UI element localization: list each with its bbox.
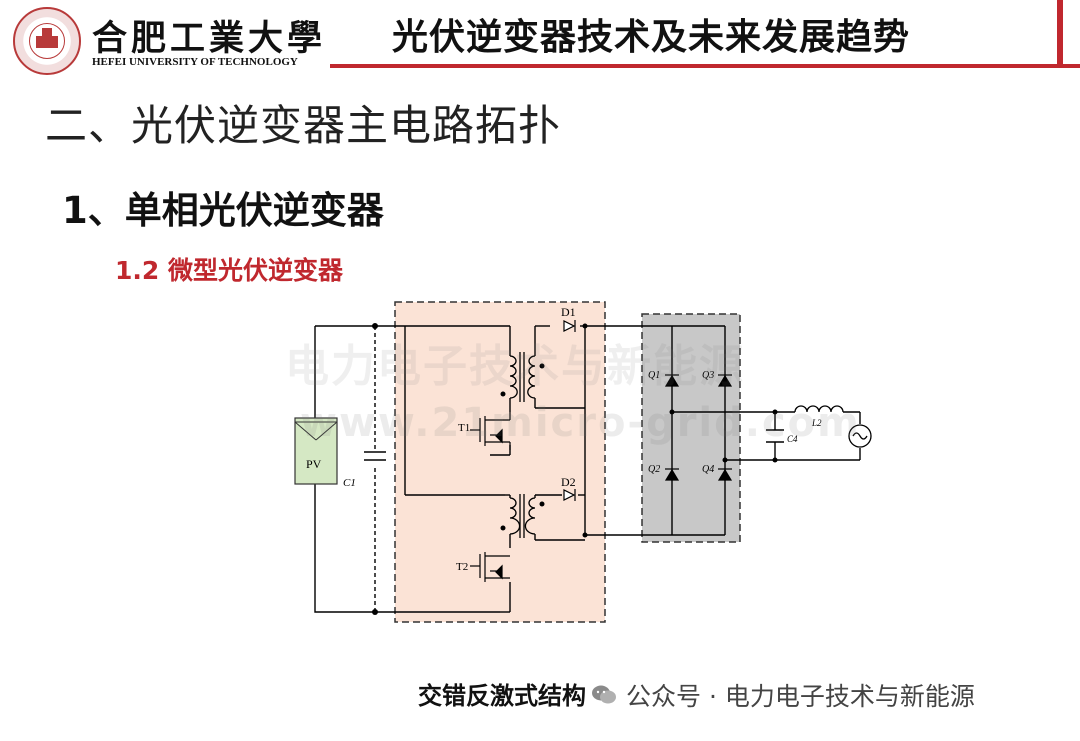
c4-label: C4 (787, 434, 798, 444)
q2-label: Q2 (648, 464, 660, 475)
university-name-en: HEFEI UNIVERSITY OF TECHNOLOGY (92, 56, 298, 68)
d2-diode-icon (563, 489, 576, 501)
section-title: 二、光伏逆变器主电路拓扑 (45, 101, 562, 150)
q4-label: Q4 (702, 464, 714, 475)
c1-capacitor-icon (364, 451, 386, 461)
pv-panel-icon (294, 417, 338, 485)
diagram-caption: 交错反激式结构 (418, 682, 586, 710)
l2-inductor-icon (794, 405, 844, 413)
t2-label: T2 (456, 561, 468, 573)
watermark-url: www.21micro-grid.com (300, 400, 861, 446)
header-bracket (1057, 0, 1063, 66)
t1-mosfet-icon (470, 412, 511, 450)
q1-label: Q1 (648, 370, 660, 381)
top-transformer-icon (509, 352, 536, 402)
sub-title: 1、单相光伏逆变器 (62, 189, 384, 232)
slide-header-title: 光伏逆变器技术及未来发展趋势 (392, 17, 911, 58)
ac-source-icon (848, 424, 872, 448)
university-seal-logo (13, 7, 81, 75)
sub-sub-title: 1.2 微型光伏逆变器 (115, 256, 343, 285)
q4-thyristor-icon (717, 468, 733, 481)
q2-thyristor-icon (664, 468, 680, 481)
watermark-text: 电力电子技术与新能源 (285, 341, 745, 392)
full-bridge-region (641, 313, 741, 543)
pv-label: PV (306, 457, 322, 471)
t1-label: T1 (458, 422, 470, 434)
d1-diode-icon (563, 320, 576, 332)
interleaved-flyback-circuit-diagram: PV C1 D1 D2 (294, 301, 872, 623)
d2-label: D2 (561, 475, 576, 489)
header-divider (330, 64, 1080, 68)
wechat-icon (592, 685, 616, 704)
l2-label: L2 (811, 418, 822, 428)
q3-label: Q3 (702, 370, 714, 381)
t2-mosfet-icon (470, 552, 510, 582)
bottom-transformer-icon (509, 494, 536, 538)
wechat-credit: 公众号 · 电力电子技术与新能源 (590, 678, 975, 712)
credit-text: 公众号 · 电力电子技术与新能源 (626, 682, 975, 711)
university-name-cn: 合肥工業大學 (92, 18, 327, 59)
header-bar: 合肥工業大學 HEFEI UNIVERSITY OF TECHNOLOGY 光伏… (0, 0, 1080, 78)
d1-label: D1 (561, 305, 576, 319)
c4-capacitor-icon (766, 429, 784, 443)
q1-thyristor-icon (664, 374, 680, 387)
q3-thyristor-icon (717, 374, 733, 387)
c1-label: C1 (343, 477, 356, 489)
